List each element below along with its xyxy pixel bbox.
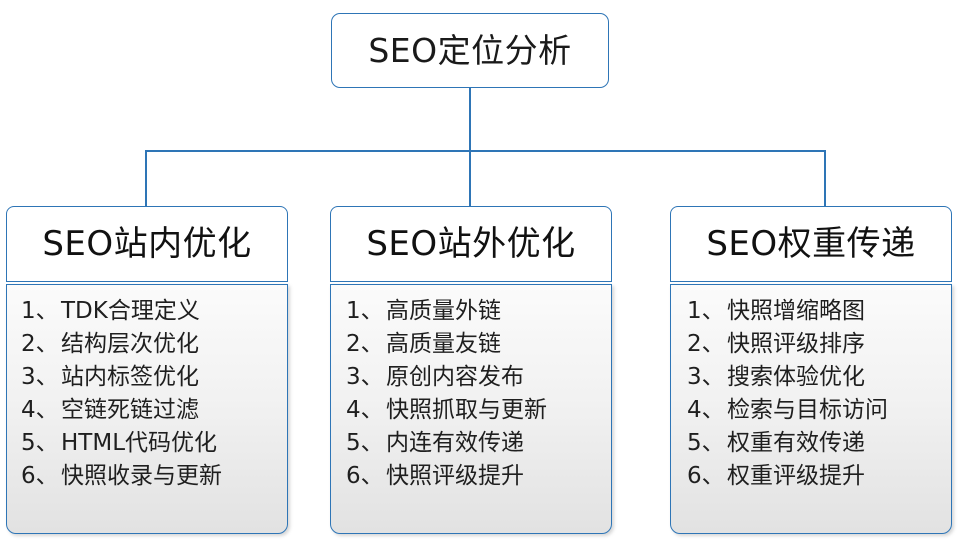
list-item-index: 3、 [346, 364, 384, 390]
list-item-index: 4、 [21, 397, 59, 423]
list-item[interactable]: 2、 结构层次优化 [21, 328, 287, 361]
list-item[interactable]: 5、 权重有效传递 [687, 427, 951, 460]
list-item-label: 快照评级提升 [386, 463, 524, 489]
list-item-index: 3、 [21, 364, 59, 390]
list-item-index: 2、 [687, 331, 725, 357]
list-item-index: 4、 [687, 397, 725, 423]
list-item-label: 站内标签优化 [61, 364, 199, 390]
list-item-label: 检索与目标访问 [727, 397, 888, 423]
branch-title-3: SEO权重传递 [706, 224, 916, 264]
list-item-index: 4、 [346, 397, 384, 423]
list-item-index: 1、 [346, 298, 384, 324]
branch-column-2: SEO站外优化 1、 高质量外链 2、 高质量友链 3、 原创内容发布 4、 快… [330, 206, 612, 534]
list-item-label: 高质量友链 [386, 331, 501, 357]
list-item[interactable]: 1、 高质量外链 [346, 295, 611, 328]
list-item-label: 高质量外链 [386, 298, 501, 324]
connector-branch-2 [469, 150, 471, 207]
branch-list-1: 1、 TDK合理定义 2、 结构层次优化 3、 站内标签优化 4、 空链死链过滤… [7, 295, 287, 493]
list-item[interactable]: 4、 空链死链过滤 [21, 394, 287, 427]
list-item-index: 6、 [21, 463, 59, 489]
list-item-label: 快照抓取与更新 [386, 397, 547, 423]
list-item-index: 5、 [687, 430, 725, 456]
list-item[interactable]: 4、 检索与目标访问 [687, 394, 951, 427]
branch-title-1: SEO站内优化 [42, 224, 252, 264]
list-item[interactable]: 2、 快照评级排序 [687, 328, 951, 361]
branch-body-3: 1、 快照增缩略图 2、 快照评级排序 3、 搜索体验优化 4、 检索与目标访问… [670, 284, 952, 534]
branch-header-3[interactable]: SEO权重传递 [670, 206, 952, 282]
list-item[interactable]: 5、 内连有效传递 [346, 427, 611, 460]
branch-header-2[interactable]: SEO站外优化 [330, 206, 612, 282]
branch-body-1: 1、 TDK合理定义 2、 结构层次优化 3、 站内标签优化 4、 空链死链过滤… [6, 284, 288, 534]
list-item-label: 快照评级排序 [727, 331, 865, 357]
list-item-index: 2、 [346, 331, 384, 357]
list-item-label: 权重评级提升 [727, 463, 865, 489]
list-item-index: 1、 [21, 298, 59, 324]
list-item-index: 5、 [346, 430, 384, 456]
connector-branch-1 [145, 150, 147, 207]
list-item[interactable]: 1、 快照增缩略图 [687, 295, 951, 328]
list-item-index: 5、 [21, 430, 59, 456]
connector-horizontal-bus [145, 150, 825, 152]
branch-list-3: 1、 快照增缩略图 2、 快照评级排序 3、 搜索体验优化 4、 检索与目标访问… [671, 295, 951, 493]
list-item[interactable]: 6、 权重评级提升 [687, 460, 951, 493]
list-item-label: 搜索体验优化 [727, 364, 865, 390]
list-item-label: 快照增缩略图 [727, 298, 865, 324]
list-item-index: 6、 [346, 463, 384, 489]
branch-list-2: 1、 高质量外链 2、 高质量友链 3、 原创内容发布 4、 快照抓取与更新 5… [331, 295, 611, 493]
connector-branch-3 [824, 150, 826, 207]
branch-column-3: SEO权重传递 1、 快照增缩略图 2、 快照评级排序 3、 搜索体验优化 4、… [670, 206, 952, 534]
list-item-label: 原创内容发布 [386, 364, 524, 390]
connector-root-stem [469, 88, 471, 151]
list-item[interactable]: 6、 快照收录与更新 [21, 460, 287, 493]
list-item-index: 2、 [21, 331, 59, 357]
list-item[interactable]: 5、 HTML代码优化 [21, 427, 287, 460]
list-item[interactable]: 3、 原创内容发布 [346, 361, 611, 394]
list-item-label: 内连有效传递 [386, 430, 524, 456]
list-item[interactable]: 1、 TDK合理定义 [21, 295, 287, 328]
root-node-title: SEO定位分析 [368, 31, 572, 70]
list-item-label: 空链死链过滤 [61, 397, 199, 423]
list-item-label: 快照收录与更新 [61, 463, 222, 489]
branch-header-1[interactable]: SEO站内优化 [6, 206, 288, 282]
list-item-index: 1、 [687, 298, 725, 324]
branch-title-2: SEO站外优化 [366, 224, 576, 264]
list-item[interactable]: 3、 站内标签优化 [21, 361, 287, 394]
list-item-label: 结构层次优化 [61, 331, 199, 357]
list-item-index: 6、 [687, 463, 725, 489]
list-item-index: 3、 [687, 364, 725, 390]
list-item[interactable]: 4、 快照抓取与更新 [346, 394, 611, 427]
list-item-label: HTML代码优化 [61, 430, 218, 456]
list-item-label: 权重有效传递 [727, 430, 865, 456]
branch-body-2: 1、 高质量外链 2、 高质量友链 3、 原创内容发布 4、 快照抓取与更新 5… [330, 284, 612, 534]
root-node[interactable]: SEO定位分析 [331, 13, 609, 88]
list-item[interactable]: 2、 高质量友链 [346, 328, 611, 361]
branch-column-1: SEO站内优化 1、 TDK合理定义 2、 结构层次优化 3、 站内标签优化 4… [6, 206, 288, 534]
list-item[interactable]: 3、 搜索体验优化 [687, 361, 951, 394]
list-item-label: TDK合理定义 [61, 298, 200, 324]
list-item[interactable]: 6、 快照评级提升 [346, 460, 611, 493]
